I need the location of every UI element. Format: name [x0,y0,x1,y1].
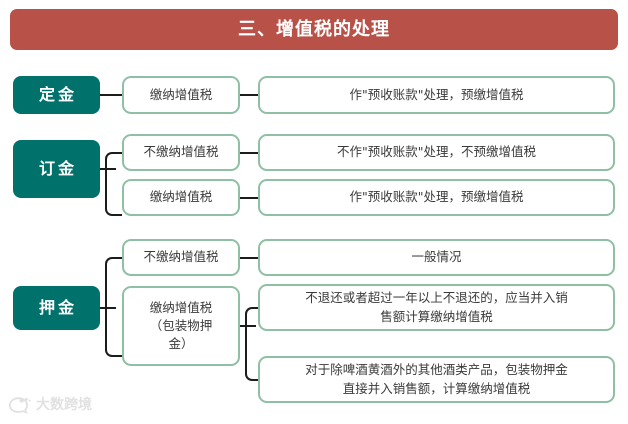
connector-order-nopay-to-leaf [240,152,258,154]
connector-yajin-nopay-to-leaf [240,257,258,259]
leaf-node-yajin-nopay-1[interactable]: 一般情况 [258,239,615,276]
category-label: 定金 [38,85,77,104]
connector-stem-yajin [100,307,116,309]
middle-node-order-nopay[interactable]: 不缴纳增值税 [122,134,240,171]
leaf-node-label: 作"预收账款"处理，预缴增值税 [349,189,524,205]
watermark: 大数跨境 [8,396,92,414]
middle-node-label: 不缴纳增值税 [143,144,219,160]
connector-bracket-yajin [105,257,122,357]
category-label: 押金 [38,298,77,317]
connector-bracket-yajin-pay [245,307,260,381]
category-label: 订金 [38,159,77,178]
middle-node-order-pay[interactable]: 缴纳增值税 [122,179,240,216]
middle-node-label: 缴纳增值税 （包装物押 金） [149,299,213,352]
leaf-node-label: 对于除啤酒黄酒外的其他酒类产品，包装物押金 直接并入销售额，计算缴纳增值税 [305,362,568,396]
leaf-node-order-nopay-1[interactable]: 不作"预收账款"处理，不预缴增值税 [258,134,615,171]
page-title: 三、增值税的处理 [238,18,390,40]
category-box-yajin[interactable]: 押金 [13,286,100,330]
middle-node-label: 不缴纳增值税 [143,249,219,265]
middle-node-label: 缴纳增值税 [149,86,213,102]
category-box-dingjin-deposit[interactable]: 定金 [13,76,100,114]
category-box-dingjin-order[interactable]: 订金 [13,140,100,198]
watermark-text: 大数跨境 [36,397,92,413]
page-title-bar: 三、增值税的处理 [10,9,618,50]
connector-stem-yajin-pay [240,325,256,327]
middle-node-label: 缴纳增值税 [149,189,213,205]
leaf-node-yajin-pay-1[interactable]: 不退还或者超过一年以上不退还的，应当并入销 售额计算缴纳增值税 [258,284,615,331]
circle-smiley-logo-icon [8,397,31,414]
leaf-node-label: 不作"预收账款"处理，不预缴增值税 [337,144,536,160]
leaf-node-label: 不退还或者超过一年以上不退还的，应当并入销 售额计算缴纳增值税 [305,290,568,324]
connector-dingjin-deposit-to-middle [100,94,122,96]
connector-bracket-order [105,152,122,216]
leaf-node-dingjin-pay-1[interactable]: 作"预收账款"处理，预缴增值税 [258,76,615,114]
middle-node-yajin-pay[interactable]: 缴纳增值税 （包装物押 金） [122,286,240,366]
leaf-node-order-pay-1[interactable]: 作"预收账款"处理，预缴增值税 [258,179,615,216]
leaf-node-label: 作"预收账款"处理，预缴增值税 [349,86,524,102]
middle-node-dingjin-pay[interactable]: 缴纳增值税 [122,76,240,114]
middle-node-yajin-nopay[interactable]: 不缴纳增值税 [122,239,240,276]
leaf-node-yajin-pay-2[interactable]: 对于除啤酒黄酒外的其他酒类产品，包装物押金 直接并入销售额，计算缴纳增值税 [258,356,615,403]
connector-stem-order [100,168,116,170]
leaf-node-label: 一般情况 [411,249,462,265]
connector-order-pay-to-leaf [240,197,258,199]
connector-dingjin-middle-to-leaf [240,94,258,96]
